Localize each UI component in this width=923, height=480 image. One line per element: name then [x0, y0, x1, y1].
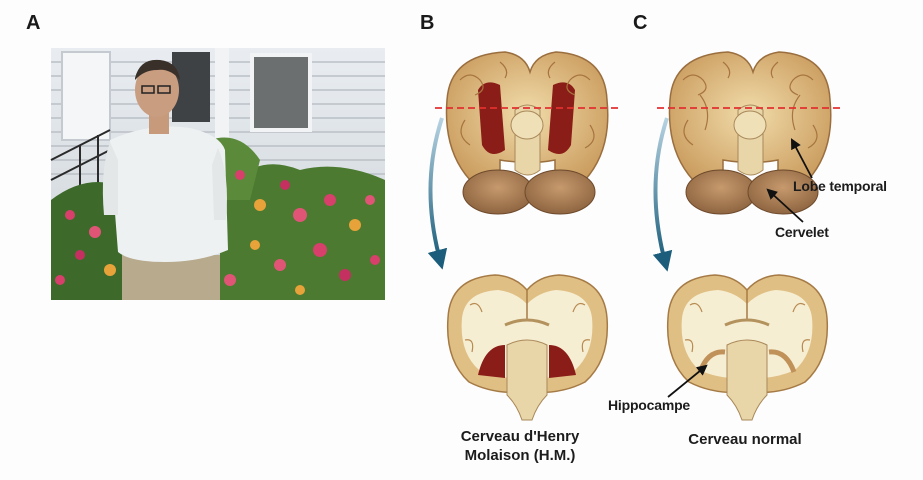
label-lobe-temporal: Lobe temporal: [793, 178, 887, 194]
brain-coronal-hm: [448, 275, 608, 420]
photo-henry-molaison: [51, 48, 385, 300]
panel-label-c: C: [633, 12, 647, 35]
label-cervelet: Cervelet: [775, 224, 829, 240]
caption-hm: Cerveau d'Henry Molaison (H.M.): [430, 427, 610, 465]
panel-label-b: B: [420, 12, 434, 35]
brain-coronal-normal: [668, 275, 828, 420]
brain-inferior-hm: [446, 52, 607, 214]
caption-normal: Cerveau normal: [660, 430, 830, 449]
caption-hm-line1: Cerveau d'Henry: [430, 427, 610, 446]
label-hippocampe: Hippocampe: [608, 397, 690, 413]
arrow-section-c: [655, 118, 667, 262]
panel-label-a: A: [26, 12, 40, 35]
arrow-section-b: [430, 118, 442, 260]
caption-hm-line2: Molaison (H.M.): [430, 446, 610, 465]
